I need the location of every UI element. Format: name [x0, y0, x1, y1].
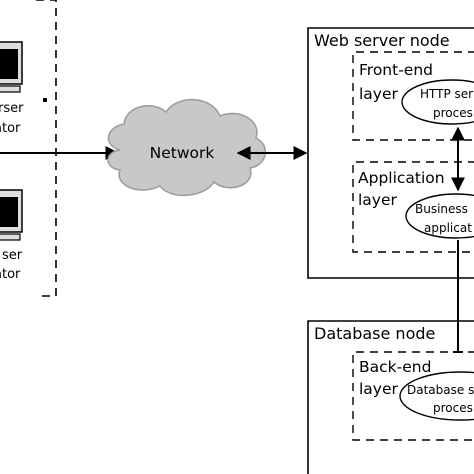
frontend-layer-label-line1: Front-end: [359, 61, 433, 79]
database-node-title: Database node: [314, 324, 435, 343]
client-computer-2[interactable]: ser ator: [0, 189, 23, 282]
frontend-layer[interactable]: Front-end layer HTTP ser proces: [352, 51, 474, 141]
business-application-line2: applicat: [424, 221, 472, 235]
database-server-process-line2: proces: [433, 401, 473, 415]
client-computer-1[interactable]: rser ator: [0, 41, 47, 136]
web-server-node[interactable]: Web server node Front-end layer HTTP ser…: [307, 27, 474, 279]
frontend-layer-label-line2: layer: [359, 85, 399, 103]
client-group: rser ator ser ator: [0, 0, 57, 297]
backend-layer[interactable]: Back-end layer Database s proces: [352, 351, 474, 441]
database-node[interactable]: Database node Back-end layer Database s …: [307, 320, 474, 474]
application-layer-label-line1: Application: [358, 169, 445, 187]
network-label: Network: [150, 144, 215, 162]
business-application-line1: Business: [415, 202, 468, 216]
client-group-border: [36, 0, 57, 297]
client-2-label-line1: ser: [2, 248, 23, 263]
web-server-node-title: Web server node: [314, 31, 450, 50]
monitor-icon: [0, 189, 23, 241]
business-application-process[interactable]: [405, 193, 474, 239]
database-server-process[interactable]: [399, 371, 474, 421]
network-cloud[interactable]: Network: [107, 98, 267, 197]
web-server-node-border: [307, 27, 474, 279]
handle-marker: [43, 98, 47, 102]
application-layer-label-line2: layer: [358, 191, 398, 209]
http-server-process[interactable]: [401, 79, 474, 125]
database-node-border: [307, 320, 474, 474]
monitor-icon: [0, 41, 23, 93]
application-layer[interactable]: Application layer Business applicat: [352, 161, 474, 253]
database-server-process-line1: Database s: [407, 383, 474, 397]
application-layer-border: [352, 161, 474, 253]
backend-layer-label-line1: Back-end: [359, 358, 431, 376]
client-1-label-line2: ator: [0, 121, 21, 136]
http-server-process-line1: HTTP ser: [420, 87, 473, 101]
client-2-label-line2: ator: [0, 267, 21, 282]
backend-layer-label-line2: layer: [359, 380, 399, 398]
client-1-label-line1: rser: [0, 101, 24, 116]
http-server-process-line2: proces: [433, 106, 473, 120]
